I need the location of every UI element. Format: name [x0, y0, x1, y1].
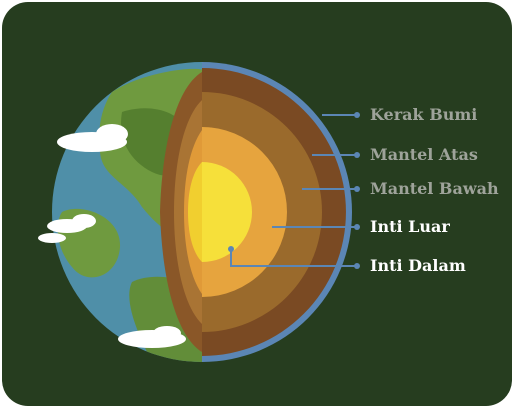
label-inti-dalam: Inti Dalam — [370, 256, 466, 275]
label-kerak-bumi: Kerak Bumi — [370, 105, 477, 124]
cloud-icon — [38, 124, 186, 348]
label-mantel-bawah: Mantel Bawah — [370, 179, 499, 198]
diagram-panel: Kerak Bumi Mantel Atas Mantel Bawah Inti… — [2, 2, 512, 406]
leader-lines — [230, 114, 357, 267]
leader-dots — [228, 112, 360, 269]
label-inti-luar: Inti Luar — [370, 217, 450, 236]
label-mantel-atas: Mantel Atas — [370, 145, 478, 164]
earth-cross-section — [202, 62, 352, 362]
earth-cut-face — [160, 72, 202, 352]
earth-layers-diagram: Kerak Bumi Mantel Atas Mantel Bawah Inti… — [38, 62, 499, 362]
